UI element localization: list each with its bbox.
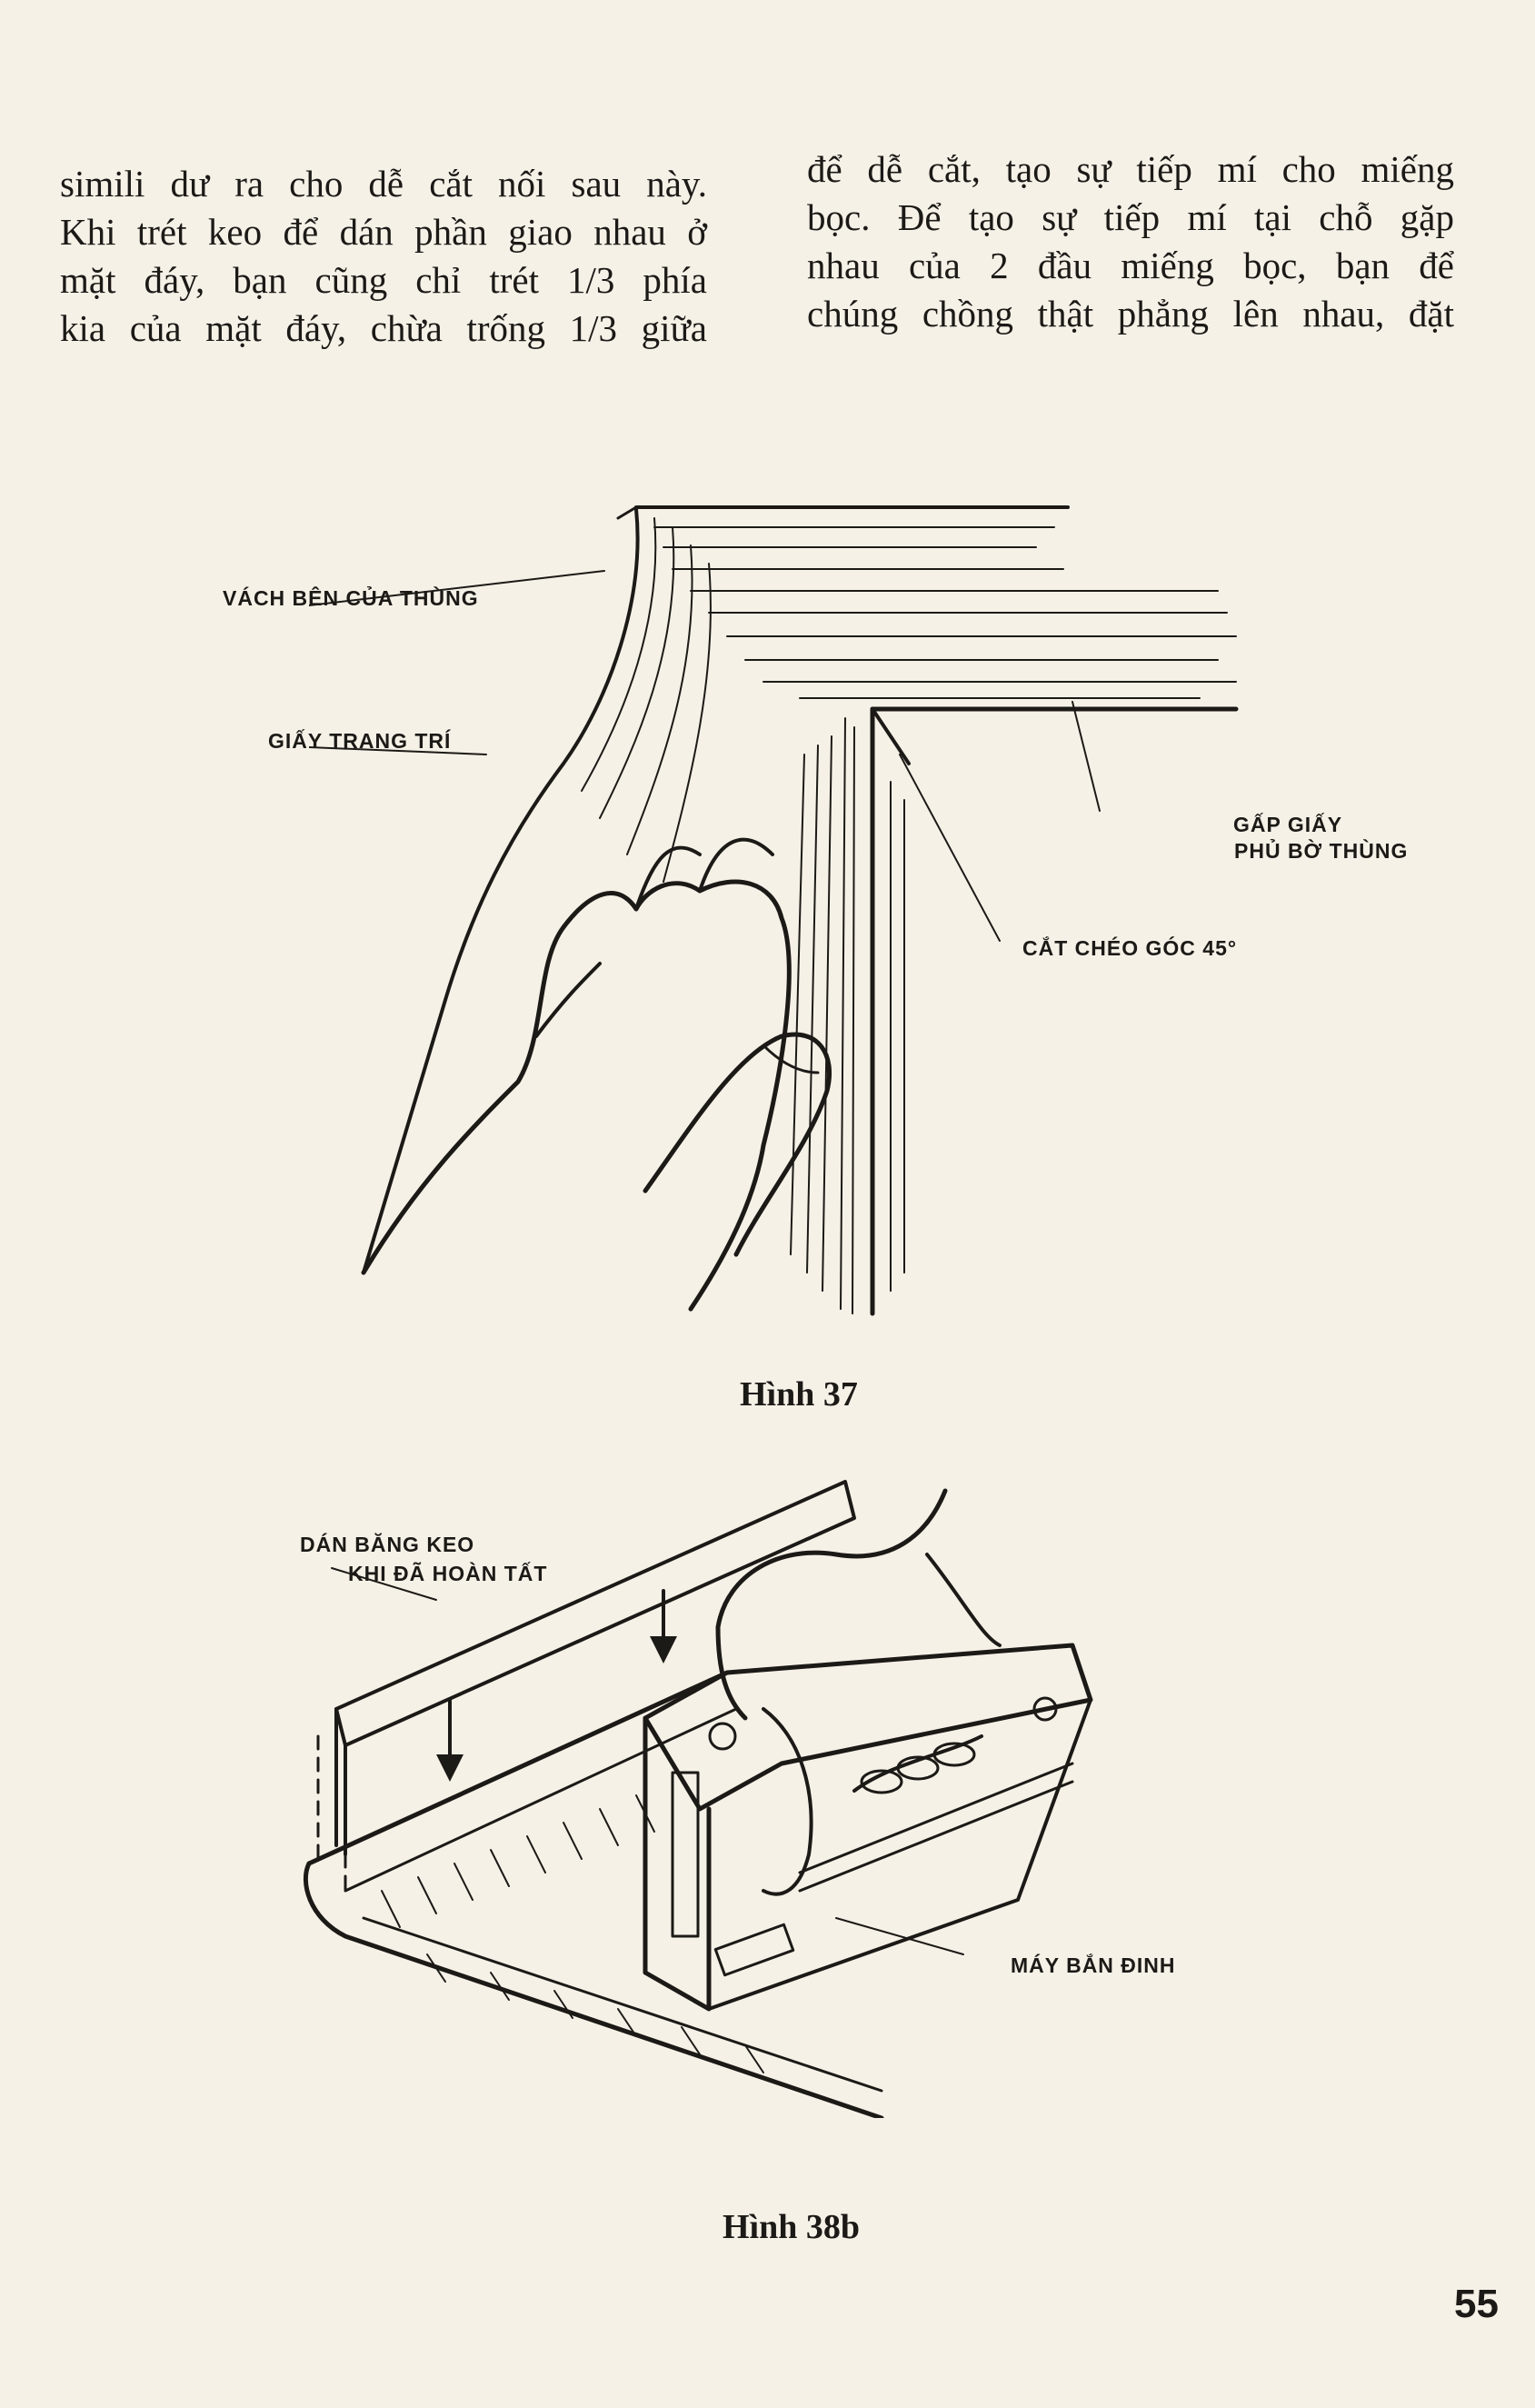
- label-miter-cut: CẮT CHÉO GÓC 45°: [1022, 936, 1238, 960]
- text-line: nhau của 2 đầu miếng bọc, bạn để: [807, 245, 1454, 286]
- label-stapler: MÁY BẮN ĐINH: [1011, 1953, 1176, 1977]
- text-line: simili dư ra cho dễ cắt nối sau này.: [60, 163, 707, 205]
- text-line: bọc. Để tạo sự tiếp mí tại chỗ gặp: [807, 196, 1454, 238]
- text-line: kia của mặt đáy, chừa trống 1/3 giữa: [60, 307, 707, 349]
- figure-37-illustration: [309, 505, 1239, 1316]
- figure-38b-caption: Hình 38b: [723, 2208, 861, 2246]
- text-column-right: để dễ cắt, tạo sự tiếp mí cho miếng bọc.…: [807, 145, 1454, 338]
- figure-37-caption: Hình 37: [740, 1375, 858, 1414]
- label-tape-line1: DÁN BĂNG KEO: [300, 1533, 475, 1556]
- figure-38b-illustration: [303, 1480, 1093, 2118]
- label-decor-paper: GIẤY TRANG TRÍ: [268, 729, 452, 753]
- text-line: mặt đáy, bạn cũng chỉ trét 1/3 phía: [60, 259, 707, 301]
- text-line: để dễ cắt, tạo sự tiếp mí cho miếng: [807, 148, 1454, 190]
- text-column-left: simili dư ra cho dễ cắt nối sau này. Khi…: [60, 160, 707, 353]
- text-line: chúng chồng thật phẳng lên nhau, đặt: [807, 293, 1454, 335]
- label-fold-paper-line2: PHỦ BỜ THÙNG: [1234, 839, 1409, 863]
- text-line: Khi trét keo để dán phần giao nhau ở: [60, 211, 707, 253]
- label-fold-paper-line1: GẤP GIẤY: [1233, 813, 1343, 836]
- page-number: 55: [1454, 2282, 1499, 2326]
- label-tape-line2: KHI ĐÃ HOÀN TẤT: [348, 1562, 548, 1585]
- label-side-wall: VÁCH BÊN CỦA THÙNG: [223, 586, 479, 610]
